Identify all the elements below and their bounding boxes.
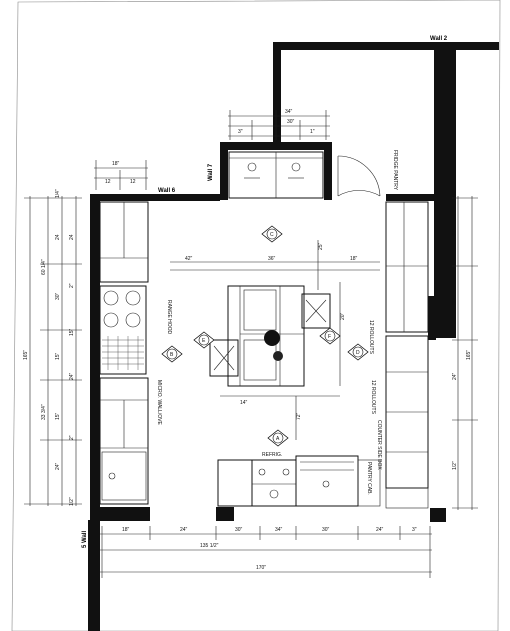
dim-l5: 24 <box>69 234 75 240</box>
counter-side-label: COUNTER SIDE BOX <box>376 420 382 470</box>
pantry-column-label: 12 ROLLOUTS <box>368 320 374 355</box>
pantry-cabinet-label: PANTRY CAB. <box>366 462 372 495</box>
dim-l2: 30" <box>55 292 61 300</box>
marker-c: C <box>261 225 283 243</box>
paper-edge <box>11 0 501 631</box>
dim-r2: 30" <box>452 297 458 305</box>
refrigerator-label: REFRIG. <box>262 452 282 458</box>
right-cabinet-run <box>385 201 429 509</box>
svg-text:A: A <box>276 436 280 442</box>
dim-island-14: 14" <box>240 400 248 406</box>
bottom-dimensions: 18" 24" 30" 34" 30" 24" 3" 135 1/2" 170" <box>100 526 432 578</box>
dim-bottom-mid: 135 1/2" <box>200 543 219 549</box>
dim-left-sub-2: 33 3/4" <box>41 404 47 420</box>
dim-b0: 18" <box>122 527 130 533</box>
svg-text:B: B <box>170 352 174 358</box>
dim-island-36: 36" <box>268 256 276 262</box>
svg-text:D: D <box>356 350 360 356</box>
dim-l4: 2" <box>69 283 75 288</box>
dim-l9: 24" <box>55 462 61 470</box>
wall-6-label: Wall 6 <box>158 188 176 194</box>
dim-l8: 15" <box>55 412 61 420</box>
bottom-cabinet-run <box>217 455 381 507</box>
dim-12b: 12 <box>130 179 136 185</box>
dim-18: 18" <box>112 161 120 167</box>
dim-b2: 30" <box>235 527 243 533</box>
section-markers: C B E F D A <box>161 225 369 447</box>
dim-r3: 24" <box>452 372 458 380</box>
dim-b1: 24" <box>180 527 188 533</box>
door-swing <box>337 155 381 197</box>
dim-left-sub-1: 60 1/4" <box>41 259 47 275</box>
island <box>209 285 331 387</box>
dim-right-overall: 165" <box>466 350 472 360</box>
dim-island-72: 72" <box>296 412 302 420</box>
wall-5-label: 5 Wall <box>82 531 88 548</box>
svg-text:E: E <box>202 338 206 344</box>
dim-b5: 24" <box>376 527 384 533</box>
left-dimensions: 165" 60 1/4" 33 3/4" 1/4" 24 30" 15" 2" … <box>23 189 82 506</box>
dim-1: 1" <box>310 129 315 135</box>
marker-a: A <box>267 429 289 447</box>
marker-e: E <box>193 331 215 349</box>
left-cabinet-run <box>99 201 149 505</box>
microwave-label: MICRO. WALL/OVE <box>156 380 162 425</box>
dim-l6: 15" <box>69 328 75 336</box>
dim-b6: 3" <box>412 527 417 533</box>
dim-island-18: 18" <box>350 256 358 262</box>
dim-l11: 1/2" <box>69 497 75 506</box>
right-dimensions: 165" 1/4" 24" 30" 24" 1/2" <box>452 189 478 510</box>
pantry-column-2-label: 12 ROLLOUTS <box>370 380 376 415</box>
dim-3: 3" <box>238 129 243 135</box>
marker-d: D <box>347 343 369 361</box>
wall-7-label: Wall 7 <box>208 163 214 181</box>
dim-l3: 15" <box>55 352 61 360</box>
svg-text:C: C <box>270 232 274 238</box>
walls <box>88 42 499 631</box>
dim-l0: 1/4" <box>55 189 61 198</box>
dim-l1: 24 <box>55 234 61 240</box>
dim-r0: 1/4" <box>452 189 458 198</box>
marker-f: F <box>319 327 341 345</box>
dim-island-25: 25" <box>318 242 324 250</box>
range-hood-label: RANGE HOOD <box>166 300 172 335</box>
dim-l10: 2" <box>69 435 75 440</box>
dim-island-42: 42" <box>185 256 193 262</box>
marker-b: B <box>161 345 183 363</box>
dim-34: 34" <box>285 109 293 115</box>
fridge-pantry-label: FRIDGE PANTRY <box>392 150 398 191</box>
dim-30: 30" <box>287 119 295 125</box>
dim-b4: 30" <box>322 527 330 533</box>
dim-r1: 24" <box>452 228 458 236</box>
dim-r4: 1/2" <box>452 461 458 470</box>
dim-bottom-overall: 170" <box>256 565 266 571</box>
dim-left-overall: 165" <box>23 350 29 360</box>
dim-island-20: 20" <box>340 312 346 320</box>
dim-12a: 12 <box>105 179 111 185</box>
top-left-dimensions: 18" 12 12 <box>94 160 148 190</box>
svg-text:F: F <box>328 334 331 340</box>
window-sink-unit <box>228 151 324 199</box>
dim-l7: 24" <box>69 372 75 380</box>
top-window-dimensions: 34" 3" 30" 1" <box>228 109 330 140</box>
wall-2-label: Wall 2 <box>430 36 448 42</box>
dim-b3: 34" <box>275 527 283 533</box>
island-dimensions: 42" 36" 18" 25" 20" 14" 72" <box>170 240 380 440</box>
